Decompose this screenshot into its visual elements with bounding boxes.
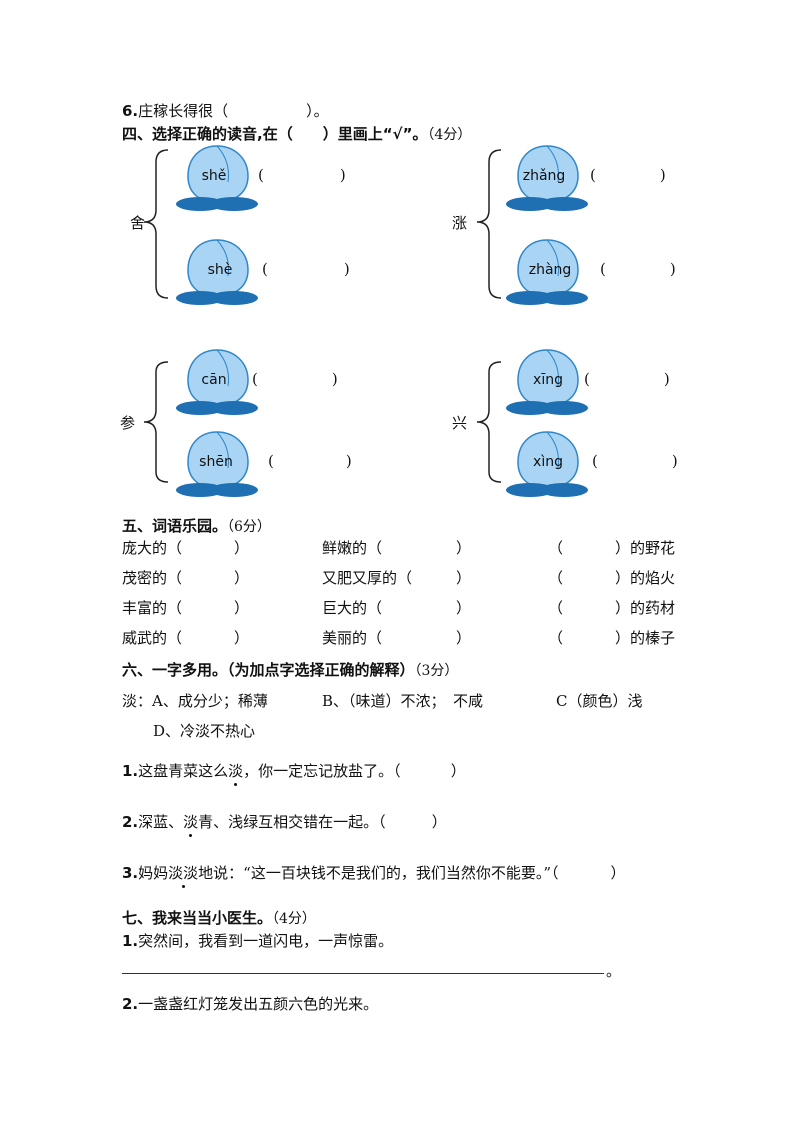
brace-1: [143, 149, 169, 299]
answer-paren[interactable]: (): [600, 260, 676, 278]
pinyin-can1: cān: [201, 372, 227, 388]
section-7-title: 七、我来当当小医生。（4分）: [122, 909, 316, 927]
peach-icon: [176, 431, 258, 497]
definition-b: B、（味道）不浓； 不咸: [322, 692, 484, 710]
word-item: 巨大的（）: [322, 599, 472, 617]
answer-paren[interactable]: (): [584, 370, 670, 388]
peach-icon: [506, 239, 588, 305]
word-item: 美丽的（）: [322, 629, 472, 647]
pinyin-she3: shě: [201, 168, 227, 184]
pinyin-xing4: xìng: [533, 454, 563, 470]
peach-icon: [506, 349, 588, 415]
answer-paren[interactable]: (): [262, 260, 350, 278]
peach-icon: [176, 145, 258, 211]
group-char-zhang: 涨: [452, 214, 468, 232]
pinyin-zhang3: zhǎng: [522, 168, 566, 184]
word-item: （）的焰火: [548, 569, 676, 587]
peach-icon: [176, 239, 258, 305]
word-item: 庞大的（）: [122, 539, 250, 557]
pinyin-she4: shè: [207, 262, 233, 278]
word-item: 茂密的（）: [122, 569, 250, 587]
section-7-item-2: 2.一盏盏红灯笼发出五颜六色的光来。: [122, 995, 379, 1013]
pinyin-xing1: xīng: [533, 372, 563, 388]
word-item: （）的榛子: [548, 629, 676, 647]
peach-icon: [506, 145, 588, 211]
brace-4: [476, 361, 502, 483]
word-item: 鲜嫩的（）: [322, 539, 472, 557]
definition-d: D、冷淡不热心: [153, 722, 256, 740]
answer-line[interactable]: [122, 973, 604, 974]
word-item: 又肥又厚的（）: [322, 569, 472, 587]
answer-paren[interactable]: (): [590, 166, 666, 184]
word-item: 丰富的（）: [122, 599, 250, 617]
definition-a: 淡：A、成分少；稀薄: [122, 692, 268, 710]
peach-icon: [506, 431, 588, 497]
peach-icon: [176, 349, 258, 415]
pinyin-zhang4: zhàng: [528, 262, 572, 278]
pinyin-shen1: shēn: [199, 454, 233, 470]
answer-paren[interactable]: (): [268, 452, 352, 470]
answer-paren[interactable]: (): [592, 452, 678, 470]
group-char-xing: 兴: [452, 414, 468, 432]
section-6-title: 六、一字多用。（为加点字选择正确的解释）（3分）: [122, 661, 459, 679]
section-6-item-1: 1.这盘青菜这么淡，你一定忘记放盐了。（）: [122, 762, 466, 780]
answer-paren[interactable]: (): [252, 370, 338, 388]
word-item: 威武的（）: [122, 629, 250, 647]
section-6-item-3: 3.妈妈淡淡地说：“这一百块钱不是我们的，我们当然你不能要。”（）: [122, 864, 626, 882]
brace-2: [476, 149, 502, 299]
section-4-title: 四、选择正确的读音,在（ ）里画上“√”。（4分）: [122, 125, 472, 143]
word-item: （）的药材: [548, 599, 676, 617]
section-5-title: 五、词语乐园。（6分）: [122, 517, 271, 535]
answer-line-end: 。: [606, 962, 622, 980]
group-char-can: 参: [120, 414, 136, 432]
section-6-item-2: 2.深蓝、淡青、浅绿互相交错在一起。（）: [122, 813, 447, 831]
question-6: 6.庄稼长得很（）。: [122, 102, 329, 120]
group-char-she: 舍: [130, 214, 146, 232]
definition-c: C（颜色）浅: [556, 692, 643, 710]
brace-3: [143, 361, 169, 483]
section-7-item-1: 1.突然间，我看到一道闪电，一声惊雷。: [122, 932, 394, 950]
word-item: （）的野花: [548, 539, 676, 557]
answer-paren[interactable]: (): [258, 166, 346, 184]
